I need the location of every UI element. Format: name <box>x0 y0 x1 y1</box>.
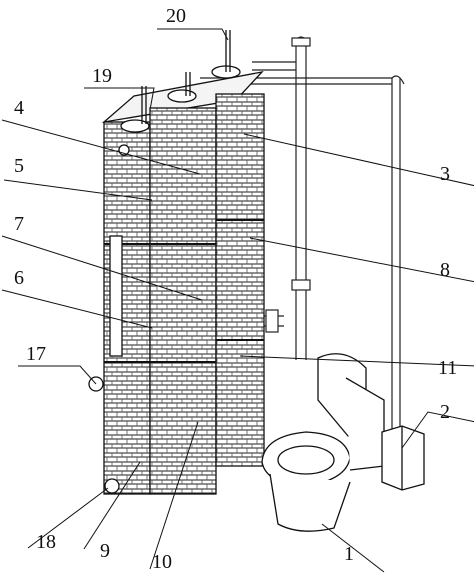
callout-17: 17 <box>26 343 46 365</box>
callout-7: 7 <box>14 213 24 235</box>
callout-8: 8 <box>440 259 450 281</box>
port-lower <box>104 478 120 494</box>
cap-left <box>120 119 150 133</box>
callout-20: 20 <box>166 5 186 27</box>
side-handle-bar <box>109 235 123 357</box>
callout-9: 9 <box>100 540 110 562</box>
leader-lines <box>1 28 474 573</box>
callout-10: 10 <box>152 551 172 573</box>
module-stack <box>88 30 265 495</box>
toilet-bowl-base <box>269 473 351 532</box>
callout-4: 4 <box>14 97 24 119</box>
callout-2: 2 <box>440 401 450 423</box>
toilet <box>261 353 385 532</box>
callout-5: 5 <box>14 155 24 177</box>
cap-middle <box>167 89 197 103</box>
callout-18: 18 <box>36 531 56 553</box>
callout-6: 6 <box>14 267 24 289</box>
module-column-middle <box>149 107 217 495</box>
pipe-network <box>200 36 405 440</box>
callout-3: 3 <box>440 163 450 185</box>
callout-11: 11 <box>438 357 457 379</box>
module-column-right <box>215 93 265 467</box>
callout-1: 1 <box>344 543 354 565</box>
external-tank <box>381 425 425 491</box>
callout-19: 19 <box>92 65 112 87</box>
callout-labels: 20 19 4 5 7 6 17 18 9 10 3 8 11 2 1 <box>14 5 457 573</box>
